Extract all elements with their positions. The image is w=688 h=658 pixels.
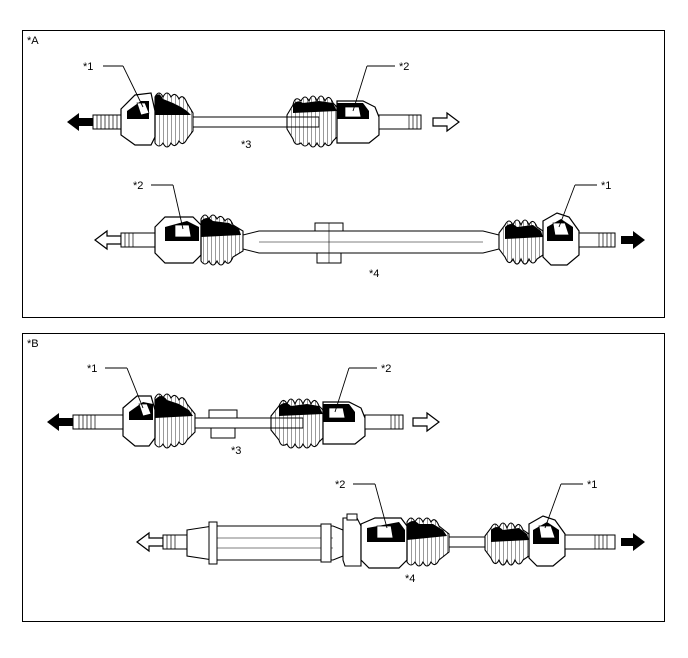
panel-a: *A (22, 30, 665, 318)
right-arrow-outline-icon (412, 411, 440, 433)
left-arrow-filled-icon (67, 113, 93, 131)
panel-b-drawing: *B (27, 338, 645, 585)
callout-1-bottom: *1 (587, 479, 597, 491)
left-arrow-outline-icon (136, 531, 164, 553)
callout-2: *2 (399, 61, 409, 73)
panel-b: *B (22, 333, 665, 622)
right-arrow-filled-icon (621, 533, 645, 551)
callout-2-bottom: *2 (133, 180, 143, 192)
drive-shaft-top (67, 92, 460, 148)
panel-a-drawing: *A (27, 35, 645, 280)
drive-shaft-bottom (136, 513, 645, 569)
callout-3: *3 (231, 445, 241, 457)
right-arrow-filled-icon (621, 231, 645, 249)
drive-shaft-bottom (94, 212, 645, 266)
callout-1: *1 (83, 61, 93, 73)
panel-label: *A (27, 35, 39, 47)
callout-1: *1 (87, 363, 97, 375)
callout-2-bottom: *2 (335, 479, 345, 491)
callout-3: *3 (241, 139, 251, 151)
callout-4: *4 (405, 573, 415, 585)
callout-2: *2 (381, 363, 391, 375)
left-arrow-outline-icon (94, 229, 122, 251)
panel-label: *B (27, 338, 39, 350)
callout-1-bottom: *1 (601, 180, 611, 192)
left-arrow-filled-icon (47, 413, 73, 431)
drive-shaft-top (47, 393, 440, 449)
right-arrow-outline-icon (432, 111, 460, 133)
callout-4: *4 (369, 268, 379, 280)
